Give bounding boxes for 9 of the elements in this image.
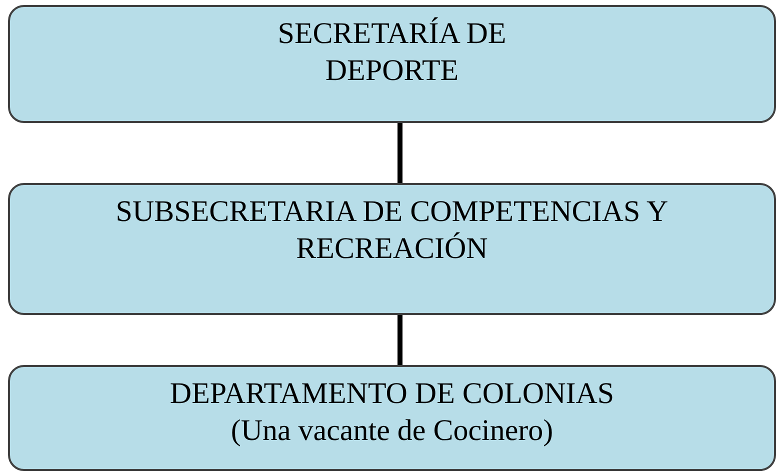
unit-title: SUBSECRETARIA DE COMPETENCIAS Y RECREACIÓN (114, 194, 670, 267)
org-box (8, 365, 776, 471)
org-box (8, 183, 776, 315)
connector-line (398, 315, 402, 365)
unit-title: DEPARTAMENTO DE COLONIAS (168, 376, 616, 412)
connector-line (398, 123, 402, 183)
unit-title: SECRETARÍA DE DEPORTE (276, 16, 508, 89)
unit-note: (Una vacante de Cocinero) (230, 413, 554, 449)
org-box (8, 5, 776, 123)
